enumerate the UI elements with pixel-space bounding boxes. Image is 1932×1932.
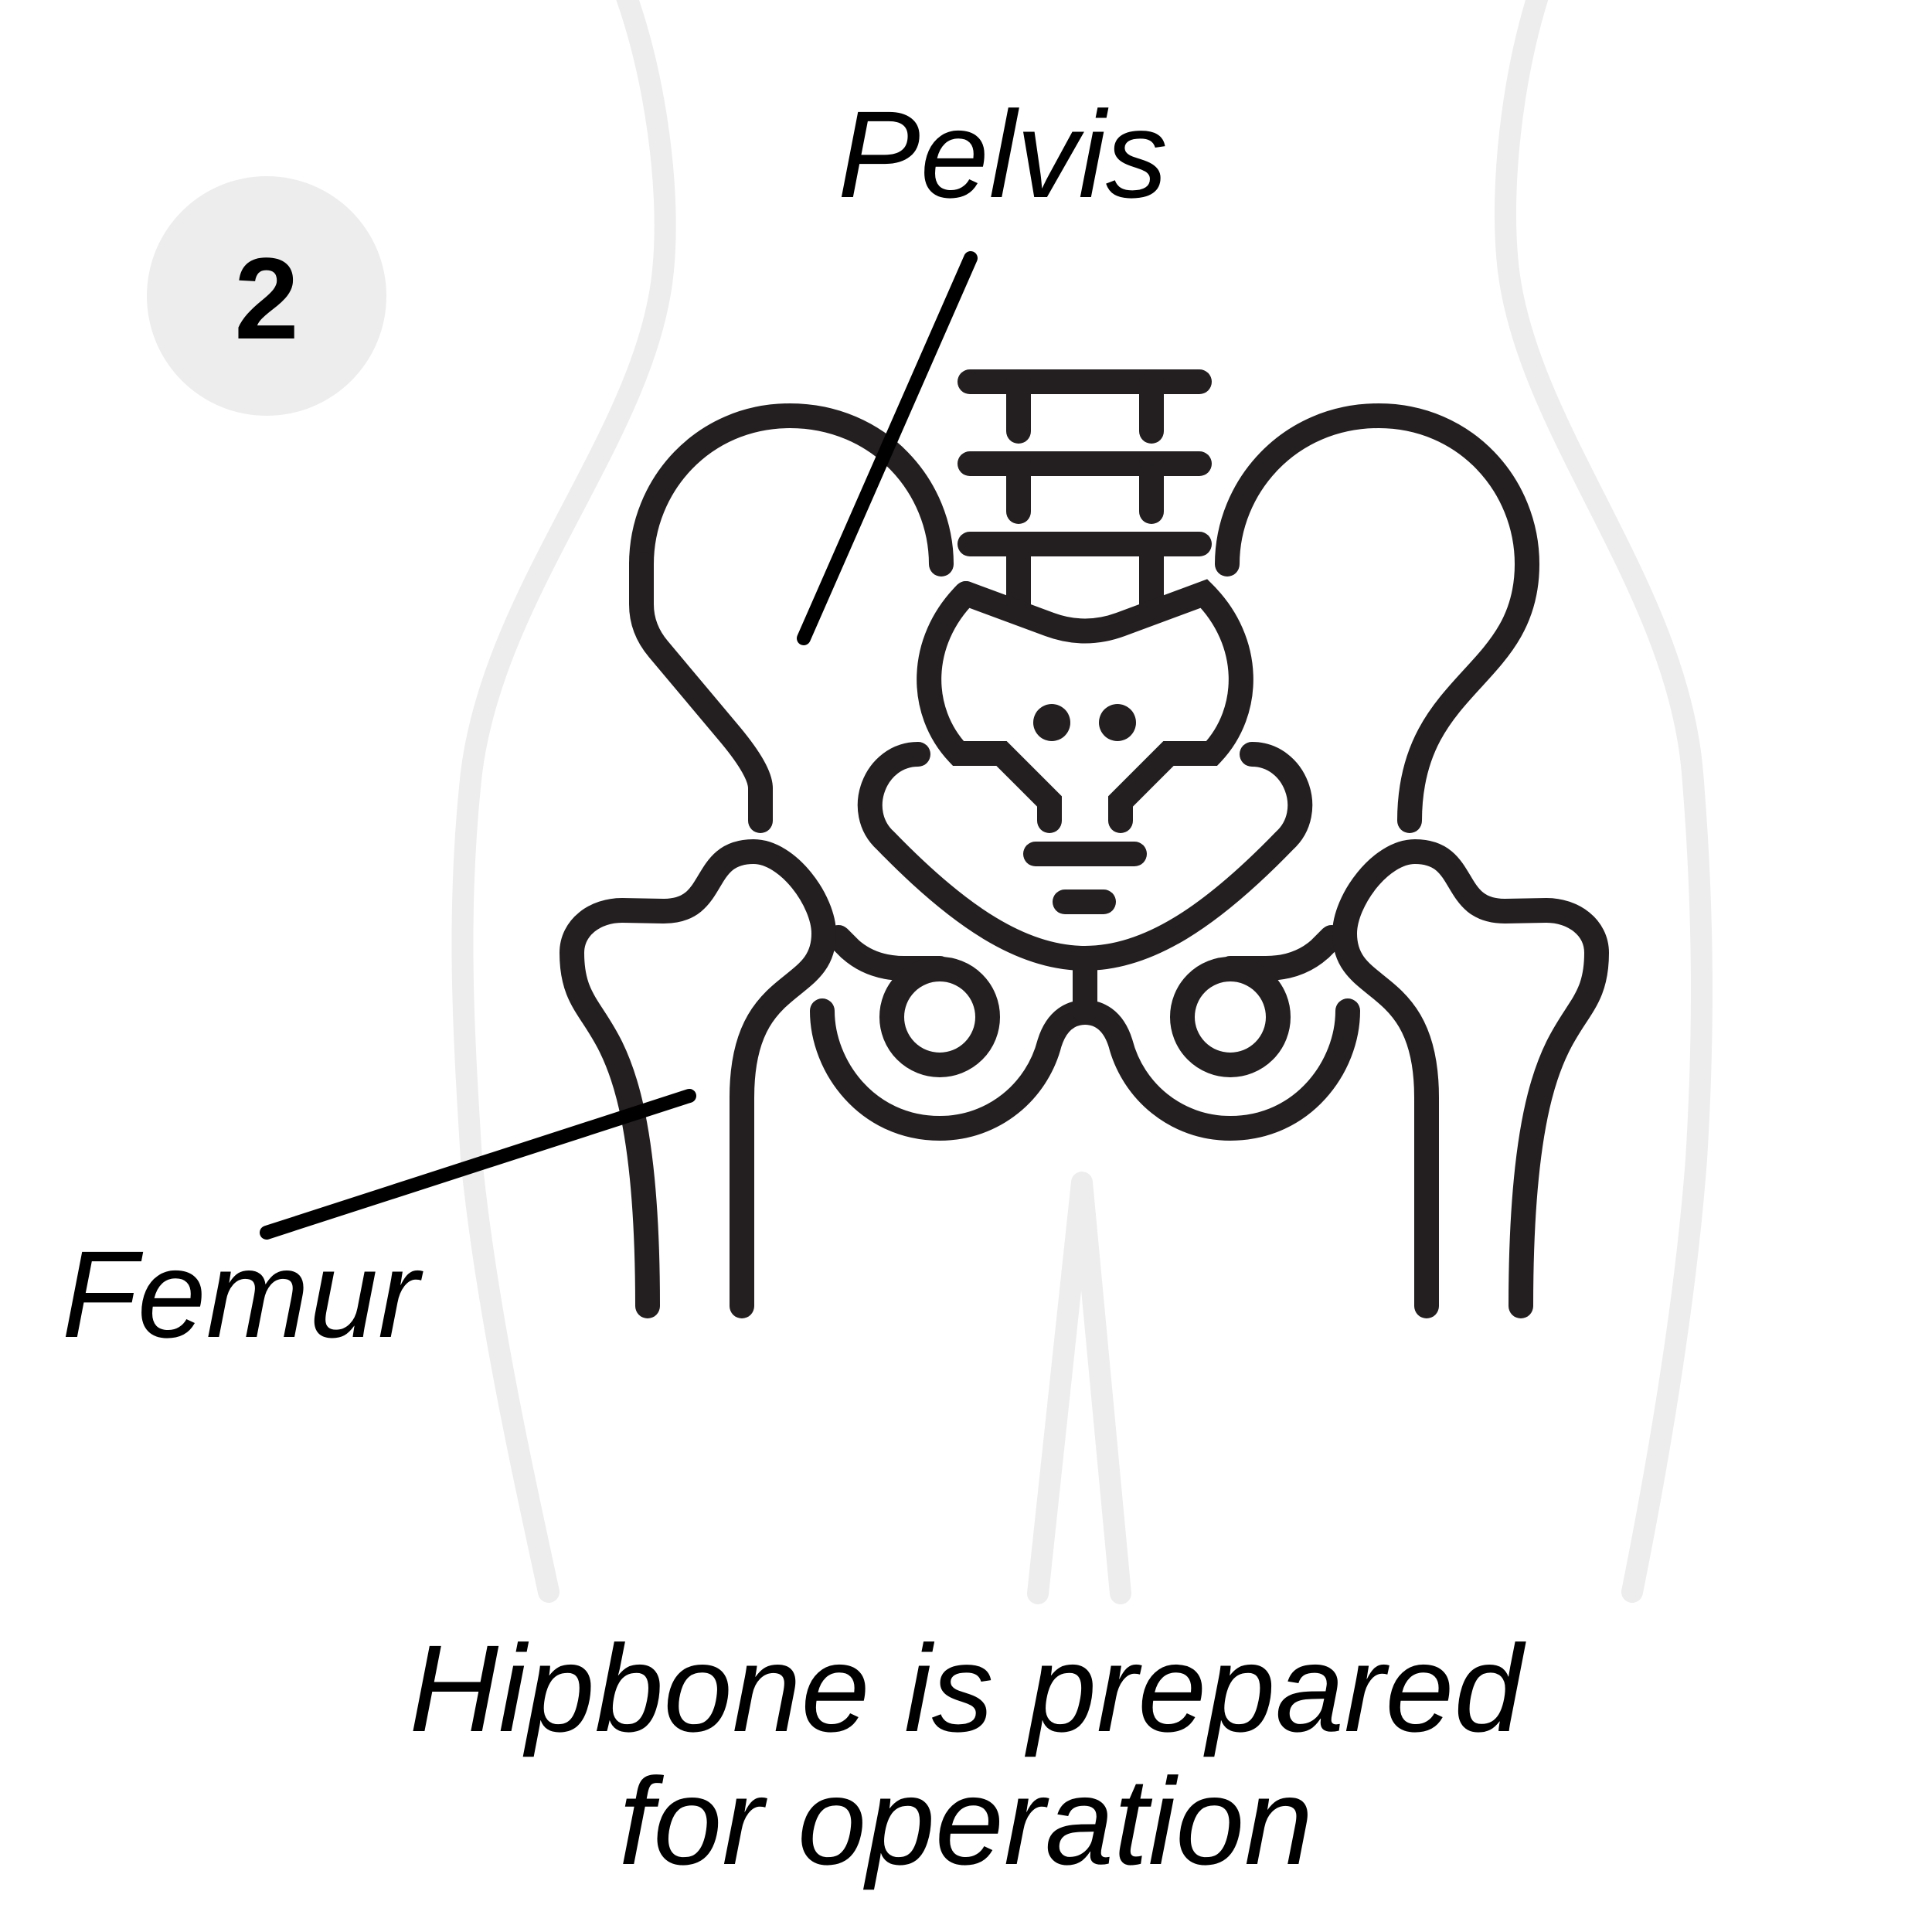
pelvis-left: [629, 403, 1097, 1141]
ischium-right: [1073, 998, 1360, 1141]
femur-right: [1332, 839, 1609, 1318]
sacrum: [917, 579, 1253, 914]
femur-left-outline: [560, 839, 836, 1318]
sacral-hole-right: [1099, 704, 1136, 741]
pelvis-leader-line: [797, 251, 978, 645]
caption-line-2: for operation: [619, 1752, 1313, 1890]
pubic-arch-right: [1218, 925, 1344, 981]
pelvis-right: [1073, 403, 1539, 1141]
step-number: 2: [234, 233, 298, 363]
obturator-right: [1170, 957, 1291, 1077]
step-circle: [147, 176, 386, 416]
obturator-left: [879, 957, 1000, 1077]
pubic-arch-left: [826, 925, 952, 981]
femur-leader-line: [260, 1089, 696, 1240]
femur-left: [560, 839, 836, 1318]
sacral-hole-left: [1033, 704, 1070, 741]
iliac-crest-left: [629, 403, 954, 577]
pelvic-inlet-right: [1073, 742, 1313, 971]
caption-line-1: Hipbone is prepared: [410, 1619, 1527, 1757]
ischium-left: [810, 998, 1097, 1141]
inner-legs-outline: [1027, 1172, 1131, 1604]
body-silhouette: [451, 0, 1713, 1604]
femur-right-outline: [1332, 839, 1609, 1318]
iliac-crest-right: [1215, 403, 1539, 833]
spine: [957, 369, 1212, 617]
femur-label: Femur: [62, 1225, 423, 1363]
body-outline-right: [1495, 0, 1713, 1603]
step-badge: 2: [147, 176, 386, 416]
pelvic-inlet-left: [857, 742, 1097, 971]
body-outline-left: [451, 0, 676, 1603]
sacrum-outline: [954, 579, 1253, 833]
pelvis-label: Pelvis: [838, 85, 1168, 223]
